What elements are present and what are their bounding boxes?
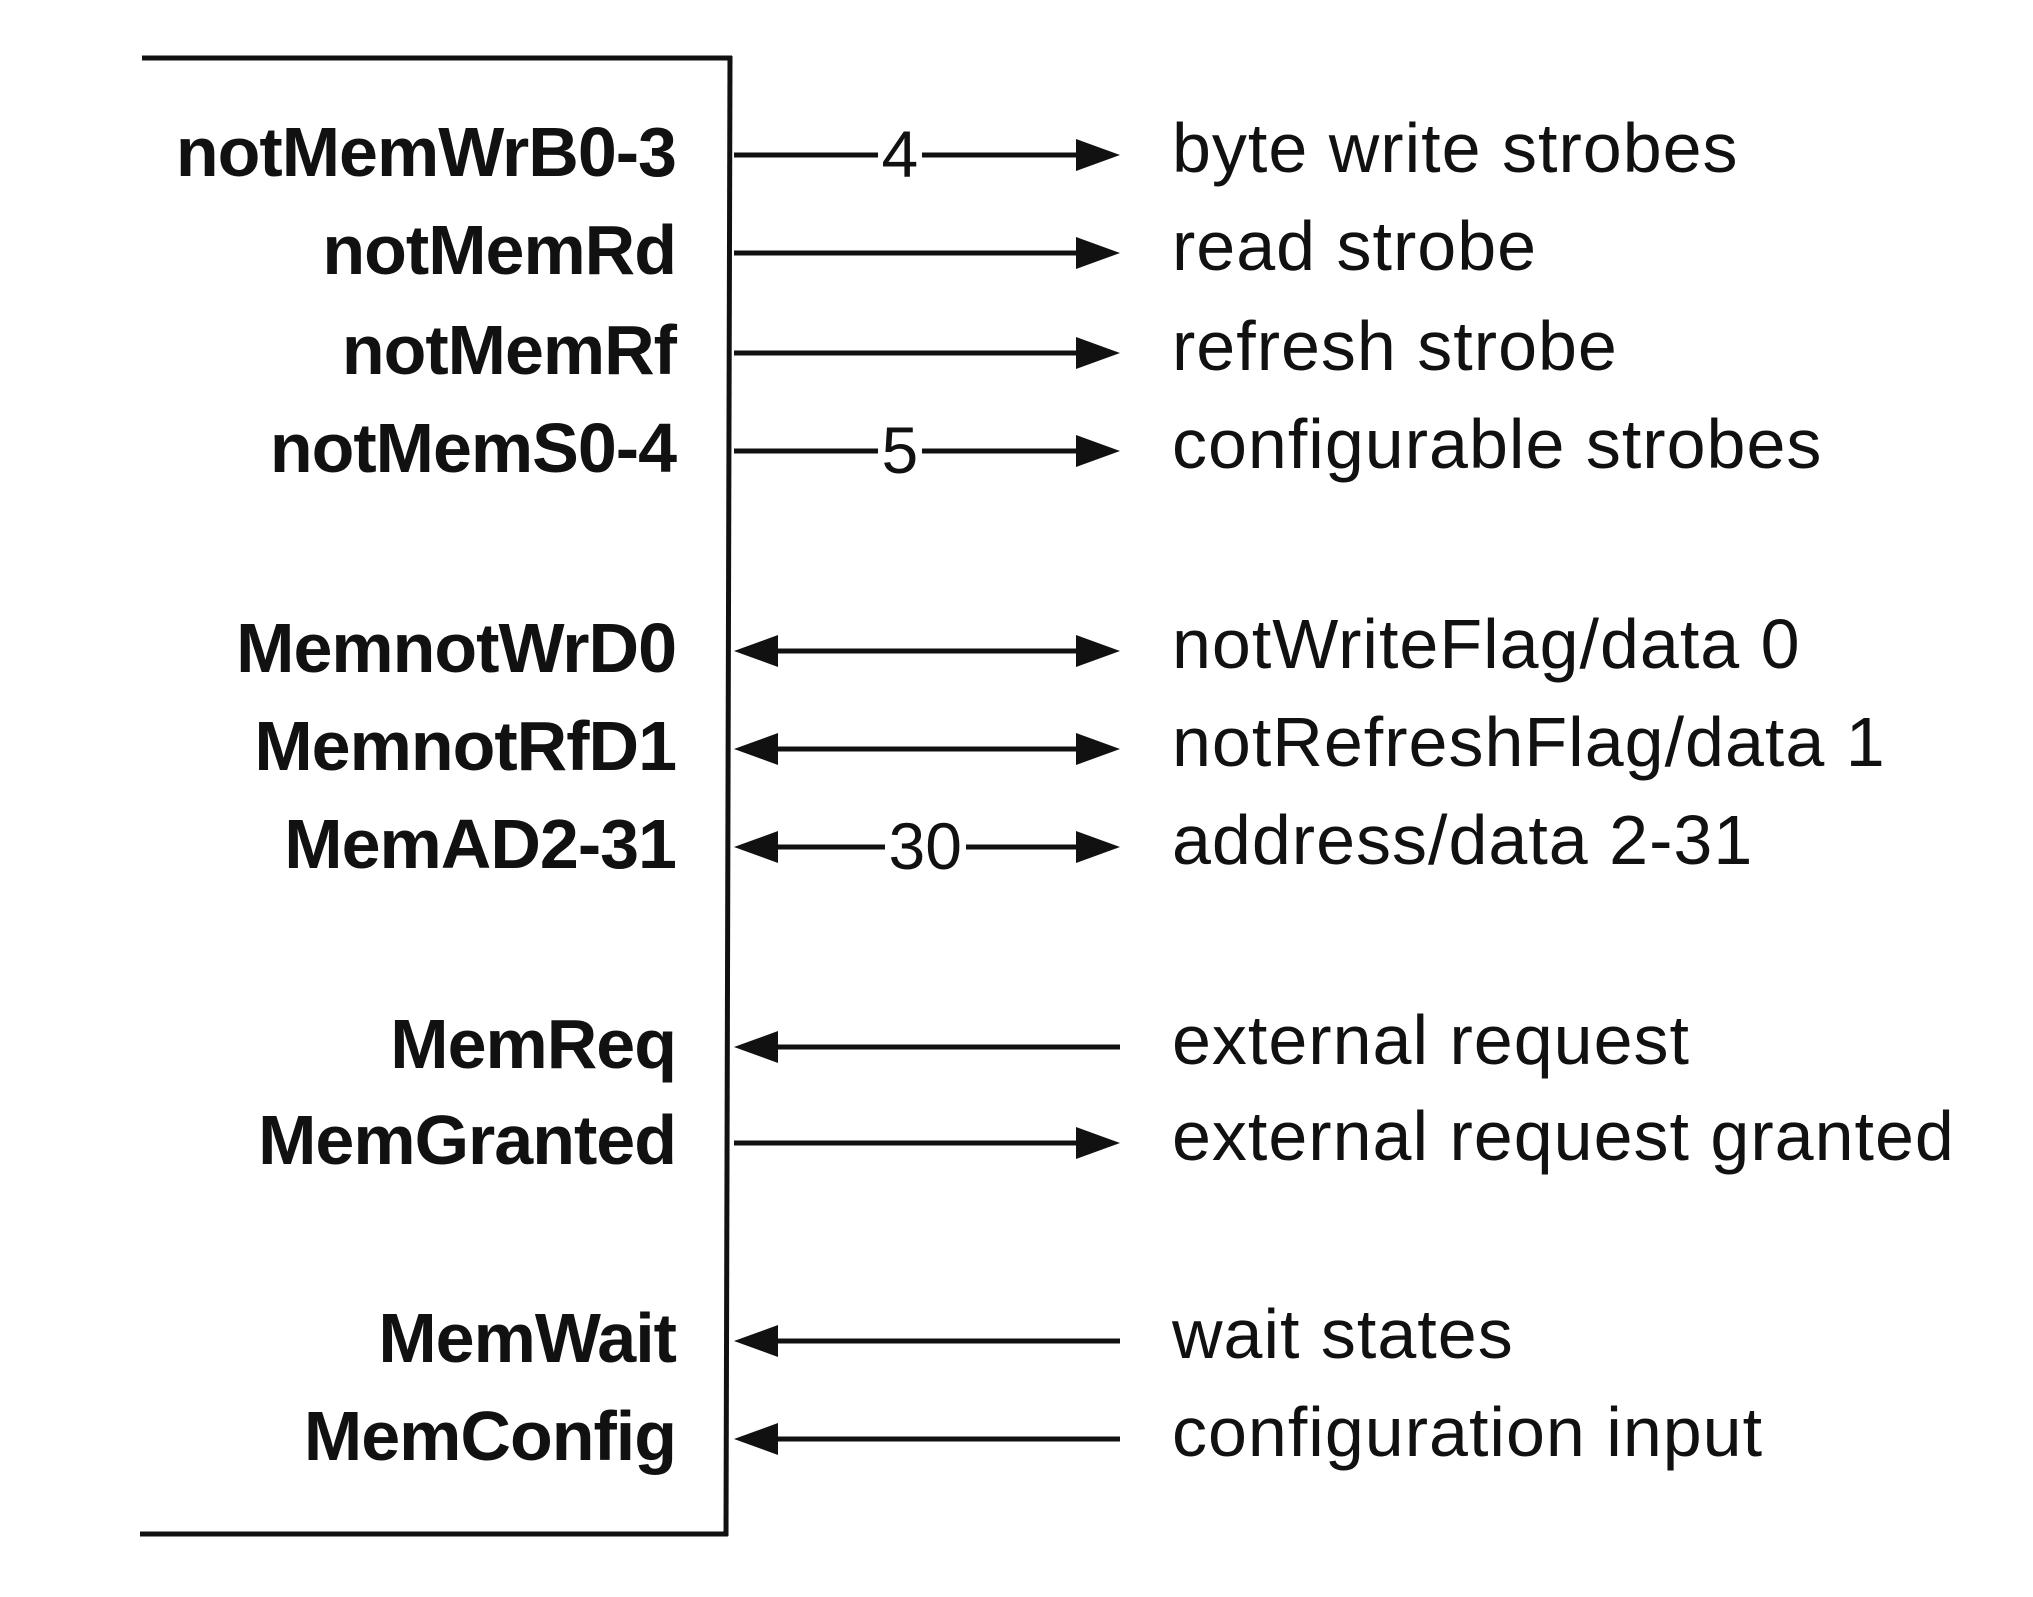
- pin-label-memad2-31: MemAD2-31: [284, 805, 677, 883]
- pin-label-notmems0-4: notMemS0-4: [269, 409, 677, 487]
- signal-description-memnotrfd1: notRefreshFlag/data 1: [1172, 703, 1886, 781]
- pin-label-memconfig: MemConfig: [303, 1397, 677, 1475]
- bus-width-label-notmems0-4: 5: [877, 417, 923, 483]
- signal-wire-notmems0-4: [734, 435, 1120, 467]
- pin-label-memnotrfd1: MemnotRfD1: [254, 707, 677, 785]
- arrowhead-right-icon: [1076, 1127, 1120, 1159]
- pin-label-memnotwrd0: MemnotWrD0: [236, 609, 677, 687]
- signal-description-notmemrd: read strobe: [1172, 207, 1538, 285]
- signal-wire-memnotwrd0: [734, 635, 1120, 667]
- signal-description-notmemwrb0-3: byte write strobes: [1172, 109, 1739, 187]
- arrowhead-left-icon: [734, 1031, 778, 1063]
- arrowhead-right-icon: [1076, 237, 1120, 269]
- signal-description-memgranted: external request granted: [1172, 1097, 1955, 1175]
- arrowhead-left-icon: [734, 733, 778, 765]
- signal-wire-notmemwrb0-3: [734, 139, 1120, 171]
- arrowhead-right-icon: [1076, 337, 1120, 369]
- signal-description-notmems0-4: configurable strobes: [1172, 405, 1823, 483]
- signal-description-memreq: external request: [1172, 1001, 1690, 1079]
- signal-description-memnotwrd0: notWriteFlag/data 0: [1172, 605, 1801, 683]
- pin-label-notmemrf: notMemRf: [341, 311, 677, 389]
- arrowhead-right-icon: [1076, 831, 1120, 863]
- arrowhead-left-icon: [734, 1325, 778, 1357]
- signal-description-memad2-31: address/data 2-31: [1172, 801, 1754, 879]
- arrowhead-right-icon: [1076, 733, 1120, 765]
- pin-label-notmemrd: notMemRd: [322, 211, 677, 289]
- signal-wire-notmemrf: [734, 337, 1120, 369]
- arrowhead-left-icon: [734, 1423, 778, 1455]
- signal-description-notmemrf: refresh strobe: [1172, 307, 1618, 385]
- arrowhead-left-icon: [734, 635, 778, 667]
- bus-width-label-notmemwrb0-3: 4: [877, 121, 923, 187]
- pin-label-memwait: MemWait: [378, 1299, 677, 1377]
- signal-description-memwait: wait states: [1172, 1295, 1514, 1373]
- arrowhead-right-icon: [1076, 435, 1120, 467]
- arrowhead-left-icon: [734, 831, 778, 863]
- signal-wire-memwait: [734, 1325, 1120, 1357]
- pin-label-notmemwrb0-3: notMemWrB0-3: [175, 113, 677, 191]
- block-right-edge: [723, 55, 733, 1537]
- arrowhead-right-icon: [1076, 635, 1120, 667]
- signal-description-memconfig: configuration input: [1172, 1393, 1764, 1471]
- arrowhead-right-icon: [1076, 139, 1120, 171]
- pin-label-memgranted: MemGranted: [258, 1101, 677, 1179]
- signal-wire-memnotrfd1: [734, 733, 1120, 765]
- signal-wire-memgranted: [734, 1127, 1120, 1159]
- pin-label-memreq: MemReq: [390, 1005, 677, 1083]
- signal-wire-memconfig: [734, 1423, 1120, 1455]
- signal-wire-notmemrd: [734, 237, 1120, 269]
- signal-wire-memreq: [734, 1031, 1120, 1063]
- bus-width-label-memad2-31: 30: [884, 813, 966, 879]
